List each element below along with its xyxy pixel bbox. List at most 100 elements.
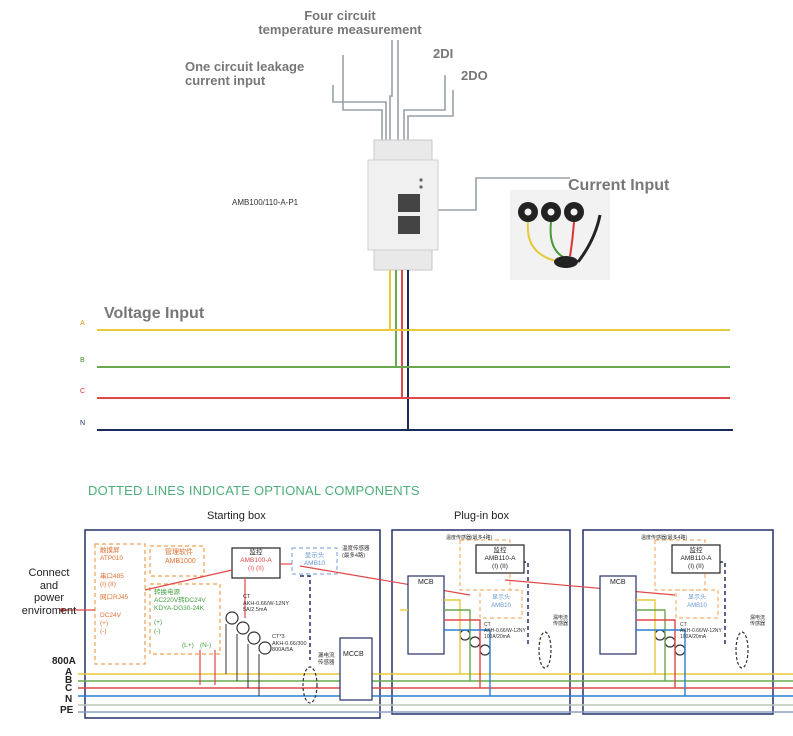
starting-box-frame [84,529,381,719]
plugin2-leak-note: 漏电流 传感器 [750,615,765,627]
p2-mon-line-3: (I) (II) [688,562,704,570]
ct1-line-1: CT [243,594,251,600]
connect-line-4: enviroment [21,604,77,617]
current-input-label: Current Input [568,177,670,194]
plugin1-temp-note: 温度传感器(最多4路) [446,535,493,541]
p2-ct-line-1: CT [680,622,687,628]
plugin1-ct-text: CT AKH-0.66/W-12NY 100A/20mA [484,622,526,640]
power-text: 转换电源 AC220V转DC24V KDYA-DG30-24K (+) (-) [154,589,206,636]
phase-label-b: B [80,357,85,364]
ct3-line-2: AKH-0.66/300 [272,640,307,647]
plugin2-display-text: 显示头 AMB10 [676,595,718,610]
plugin1-mcb [407,575,445,655]
ct1-text: CT AKH-0.66/W-12NY 5A/2.5mA [243,594,289,614]
p1-disp-line-2: AMB10 [491,602,511,609]
plugin1-display-text: 显示头 AMB10 [480,595,522,610]
pw-line-3: KDYA-DG30-24K [154,605,205,613]
mccb-block [339,637,373,701]
power-terminal-n: (N-) [200,642,212,649]
four-circuit-line1: Four circuit [304,8,376,23]
module-model-label: AMB100/110-A-P1 [232,198,299,207]
pw-line-5: (-) [154,627,161,635]
leak-sensor-start [302,666,318,704]
p2-ct-line-3: 100A/20mA [680,634,707,640]
plugin1-leak-note: 漏电流 传感器 [553,615,568,627]
phase-lines [97,329,733,431]
top-signal-wires [332,40,454,140]
p2-leak-line-1: 漏电流 [750,615,766,621]
ct-ring-start-2 [236,621,250,635]
touchscreen-block [94,543,146,665]
monitor-start-text: 监控 AMB100-A (I) (II) [232,549,280,572]
starting-box-title: Starting box [207,510,266,522]
temp-note-start: 温度传感器 (最多4路) [342,546,370,559]
plugin1-temp-dashed [459,539,511,591]
plugin1-monitor [475,544,525,574]
four-circuit-label: Four circuit temperature measurement [240,9,440,36]
plugin-box-1-frame [391,529,571,715]
disp-line-2: AMB10 [303,560,326,568]
leak-line-2: 传感器 [318,659,335,666]
plugin-box-2-frame [582,529,774,715]
phase-label-n: N [80,420,86,427]
pw-line-1: 转换电源 [154,589,180,596]
ts-line-2: ATP010 [100,555,124,563]
voltage-input-wires [389,270,409,430]
connect-line-1: Connect [28,567,70,579]
monitor-block-start [231,547,281,579]
p1-ct-line-2: AKH-0.66/W-12NY [484,628,526,634]
p1-mon-line-2: AMB110-A [484,554,516,562]
plugin1-display [479,589,523,619]
optional-notice: DOTTED LINES INDICATE OPTIONAL COMPONENT… [88,483,420,498]
ct3-line-1: CT*3 [272,634,285,640]
bus-label-b: B [65,675,73,686]
mccb-label: MCCB [343,651,364,658]
bus-label-pe: PE [60,705,74,716]
bus-label-c: C [65,683,73,694]
phase-label-a: A [80,320,85,327]
mon-port-2: (II) [256,564,264,572]
mon-port-1: (I) [248,564,255,572]
bus-bars [78,673,793,713]
software-text: 管理软件 AMB1000 [165,549,196,567]
sw-line-2: AMB1000 [165,557,196,565]
leakage-line1: One circuit leakage [185,59,305,74]
mon-line-2: AMB100-A [240,556,272,564]
plugin2-mcb-label: MCB [610,579,626,586]
measurement-module [367,139,439,271]
leak-line-1: 漏电流 [318,653,335,659]
leak-note-start: 漏电流 传感器 [318,653,335,666]
p2-disp-line-2: AMB10 [687,602,707,609]
ts-line-3: 串口485 [100,573,124,581]
bus-label-a: A [65,667,73,678]
pw-line-4: (+) [154,619,163,627]
ct-ring-start-1 [225,611,239,625]
ct1-line-3: 5A/2.5mA [243,607,268,614]
leakage-label: One circuit leakage current input [185,60,304,87]
plugin-box-title: Plug-in box [454,510,510,522]
p1-leak-line-2: 传感器 [553,621,569,627]
pw-line-2: AC220V转DC24V [154,597,206,605]
p1-disp-line-1: 显示头 [491,595,510,601]
ts-line-5: 网口RJ45 [100,593,129,601]
display-block-start [291,547,338,575]
p2-disp-line-1: 显示头 [687,595,706,601]
plugin2-temp-note: 温度传感器(最多4路) [641,535,688,541]
current-input-wire [428,177,570,211]
power-block [149,583,221,655]
temp-note-line-2: (最多4路) [342,552,366,559]
temp-note-line-1: 温度传感器 [342,546,370,552]
plugin1-monitor-text: 监控 AMB110-A (I) (II) [476,547,524,570]
sw-line-1: 管理软件 [165,549,193,556]
ts-line-8: (-) [100,627,107,635]
p1-ct-line-3: 100A/20mA [484,634,511,640]
connect-line-3: power [34,592,64,605]
leakage-line2: current input [185,72,266,88]
ts-line-7: (+) [100,619,109,627]
di-label: 2DI [433,46,454,61]
connect-line-2: and [39,579,59,592]
p1-ct-line-1: CT [484,622,491,628]
touchscreen-text: 触摸屏 ATP010 串口485 (I) (II) 网口RJ45 DC24V (… [100,547,128,636]
p2-mon-line-1: 监控 [689,547,703,554]
mon-line-1: 监控 [249,549,263,556]
